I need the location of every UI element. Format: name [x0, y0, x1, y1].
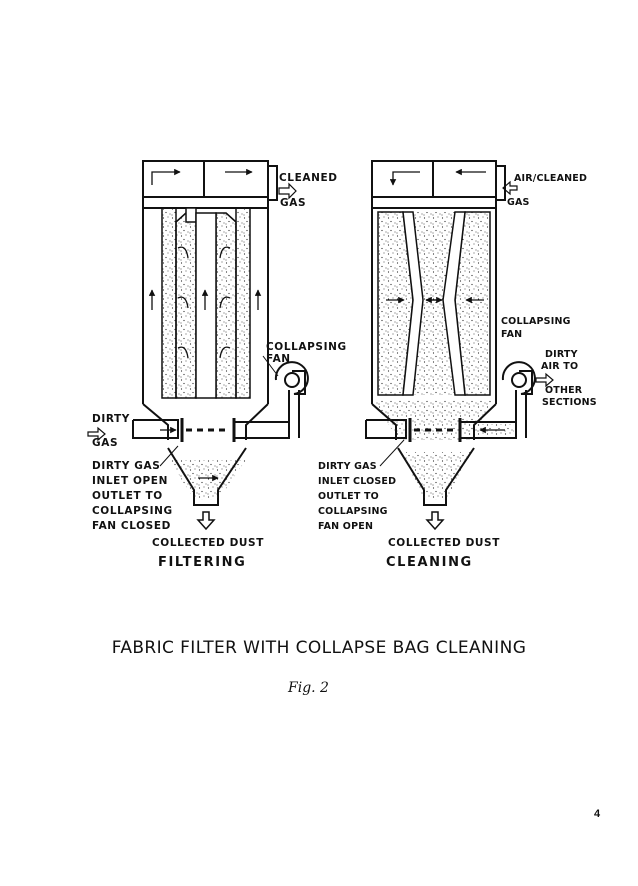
cleaning-caption: CLEANING — [386, 555, 473, 570]
cleaning-bags — [374, 211, 514, 500]
filtering-dust-arrow — [196, 511, 216, 531]
leader-lines — [159, 355, 405, 467]
cleaning-flow-arrows — [386, 168, 505, 434]
left-plenum — [142, 160, 269, 198]
cleaning-state-line-5: FAN OPEN — [318, 521, 374, 532]
filtering-bags — [161, 207, 251, 500]
cleaning-fan-icon — [501, 361, 536, 395]
cleaning-state-line-4: COLLAPSING — [318, 506, 388, 517]
cleaning-state-line-1: DIRTY GAS — [318, 461, 377, 472]
cleaning-state-line-3: OUTLET TO — [318, 491, 379, 502]
cleaning-air-label-1: DIRTY — [545, 349, 578, 360]
filtering-inlet-label-2: GAS — [92, 437, 119, 449]
filtering-state-line-3: OUTLET TO — [92, 490, 163, 502]
cleaning-air-arrow — [535, 372, 554, 388]
cleaning-dust-arrow — [425, 511, 445, 531]
filtering-flow-arrows — [148, 168, 262, 482]
cleaning-fan-label-2: FAN — [501, 329, 523, 340]
figure-number: Fig. 2 — [288, 680, 329, 696]
cleaning-fan-label-1: COLLAPSING — [501, 316, 571, 327]
filtering-inlet-arrow — [87, 426, 106, 442]
filtering-fan-label-2: FAN — [266, 353, 291, 365]
cleaning-unit — [365, 160, 527, 506]
filtering-outlet-arrow — [278, 182, 297, 200]
cleaning-valves — [408, 418, 462, 442]
filtering-outlet-label-1: CLEANED — [279, 172, 338, 184]
cleaning-air-label-2: AIR TO — [541, 361, 579, 372]
filtering-state-line-4: COLLAPSING — [92, 505, 173, 517]
cleaning-air-label-3: OTHER — [545, 385, 583, 396]
filtering-caption: FILTERING — [158, 555, 247, 570]
cleaning-outlet-arrow — [502, 180, 518, 196]
filtering-state-line-5: FAN CLOSED — [92, 520, 171, 532]
page-number: 4 — [594, 808, 601, 820]
filtering-state-line-2: INLET OPEN — [92, 475, 168, 487]
filtering-fan-icon — [274, 361, 309, 395]
filtering-state-line-1: DIRTY GAS — [92, 460, 161, 472]
filtering-valves — [180, 418, 236, 442]
cleaning-outlet-label-2: GAS — [507, 197, 530, 208]
filtering-fan-label-1: COLLAPSING — [266, 341, 347, 353]
cleaning-dust-label: COLLECTED DUST — [388, 537, 500, 549]
cleaning-air-label-4: SECTIONS — [542, 397, 597, 408]
cleaning-state-line-2: INLET CLOSED — [318, 476, 397, 487]
filtering-inlet-label-1: DIRTY — [92, 413, 131, 425]
cleaning-outlet-label-1: AIR/CLEANED — [514, 173, 588, 184]
filtering-outlet-label-2: GAS — [280, 197, 307, 209]
filtering-dust-label: COLLECTED DUST — [152, 537, 264, 549]
figure-title: FABRIC FILTER WITH COLLAPSE BAG CLEANING — [111, 638, 527, 658]
